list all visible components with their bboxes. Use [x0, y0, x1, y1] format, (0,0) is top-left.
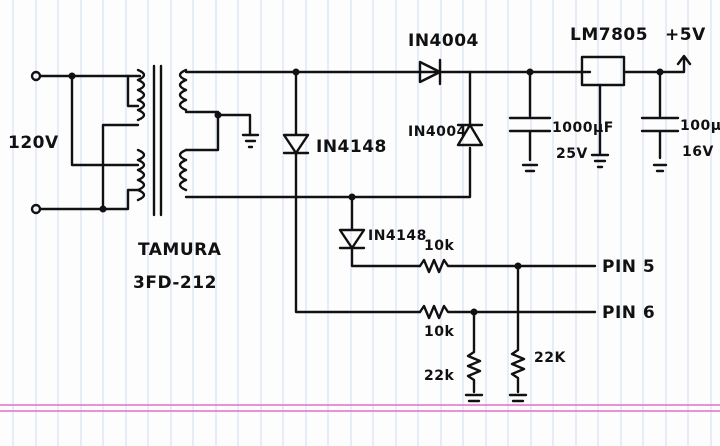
resistor-10k-pin5 — [418, 258, 597, 274]
label-diode-signal-2: IN4148 — [368, 228, 427, 244]
junction-dot — [214, 111, 222, 119]
input-terminals — [30, 70, 142, 215]
label-transformer-part: 3FD-212 — [133, 273, 217, 293]
diode-in4004-side — [456, 70, 484, 147]
label-output: +5V — [665, 25, 706, 45]
label-pin5: PIN 5 — [602, 257, 655, 277]
transformer — [136, 64, 188, 217]
label-cap1-voltage: 25V — [556, 146, 588, 162]
junction-dot — [292, 68, 300, 76]
label-input-voltage: 120V — [8, 133, 59, 153]
label-transformer-name: TAMURA — [138, 240, 222, 260]
resistor-10k-pin6 — [418, 304, 597, 320]
regulator-lm7805 — [580, 54, 692, 169]
margin-line — [0, 404, 720, 412]
label-diode-top: IN4004 — [408, 31, 479, 51]
junction-dot — [99, 205, 107, 213]
label-res-pulldown-1: 22k — [424, 368, 454, 384]
label-cap1-value: 1000µF — [552, 120, 614, 136]
capacitor-1000uf — [508, 70, 552, 173]
label-res-pin5: 10k — [424, 238, 454, 254]
diode-in4148-vertical — [282, 70, 422, 314]
label-diode-signal-1: IN4148 — [316, 137, 387, 157]
diode-in4004-top — [418, 58, 442, 86]
label-res-pulldown-2: 22K — [534, 350, 566, 366]
resistor-22k-right — [508, 264, 528, 403]
label-res-pin6: 10k — [424, 324, 454, 340]
junction-dot — [526, 68, 534, 76]
secondary-wiring — [184, 70, 592, 199]
junction-dot — [68, 72, 76, 80]
junction-dot — [656, 68, 664, 76]
label-regulator: LM7805 — [570, 25, 648, 45]
label-pin6: PIN 6 — [602, 303, 655, 323]
diode-in4148-pin5 — [338, 195, 422, 268]
label-cap2-value: 100µF — [680, 118, 720, 134]
label-cap2-voltage: 16V — [682, 144, 714, 160]
resistor-22k-left — [464, 310, 484, 403]
label-diode-side: IN4004 — [408, 124, 467, 140]
paper-rules — [12, 0, 712, 446]
capacitor-100uf — [640, 70, 680, 173]
